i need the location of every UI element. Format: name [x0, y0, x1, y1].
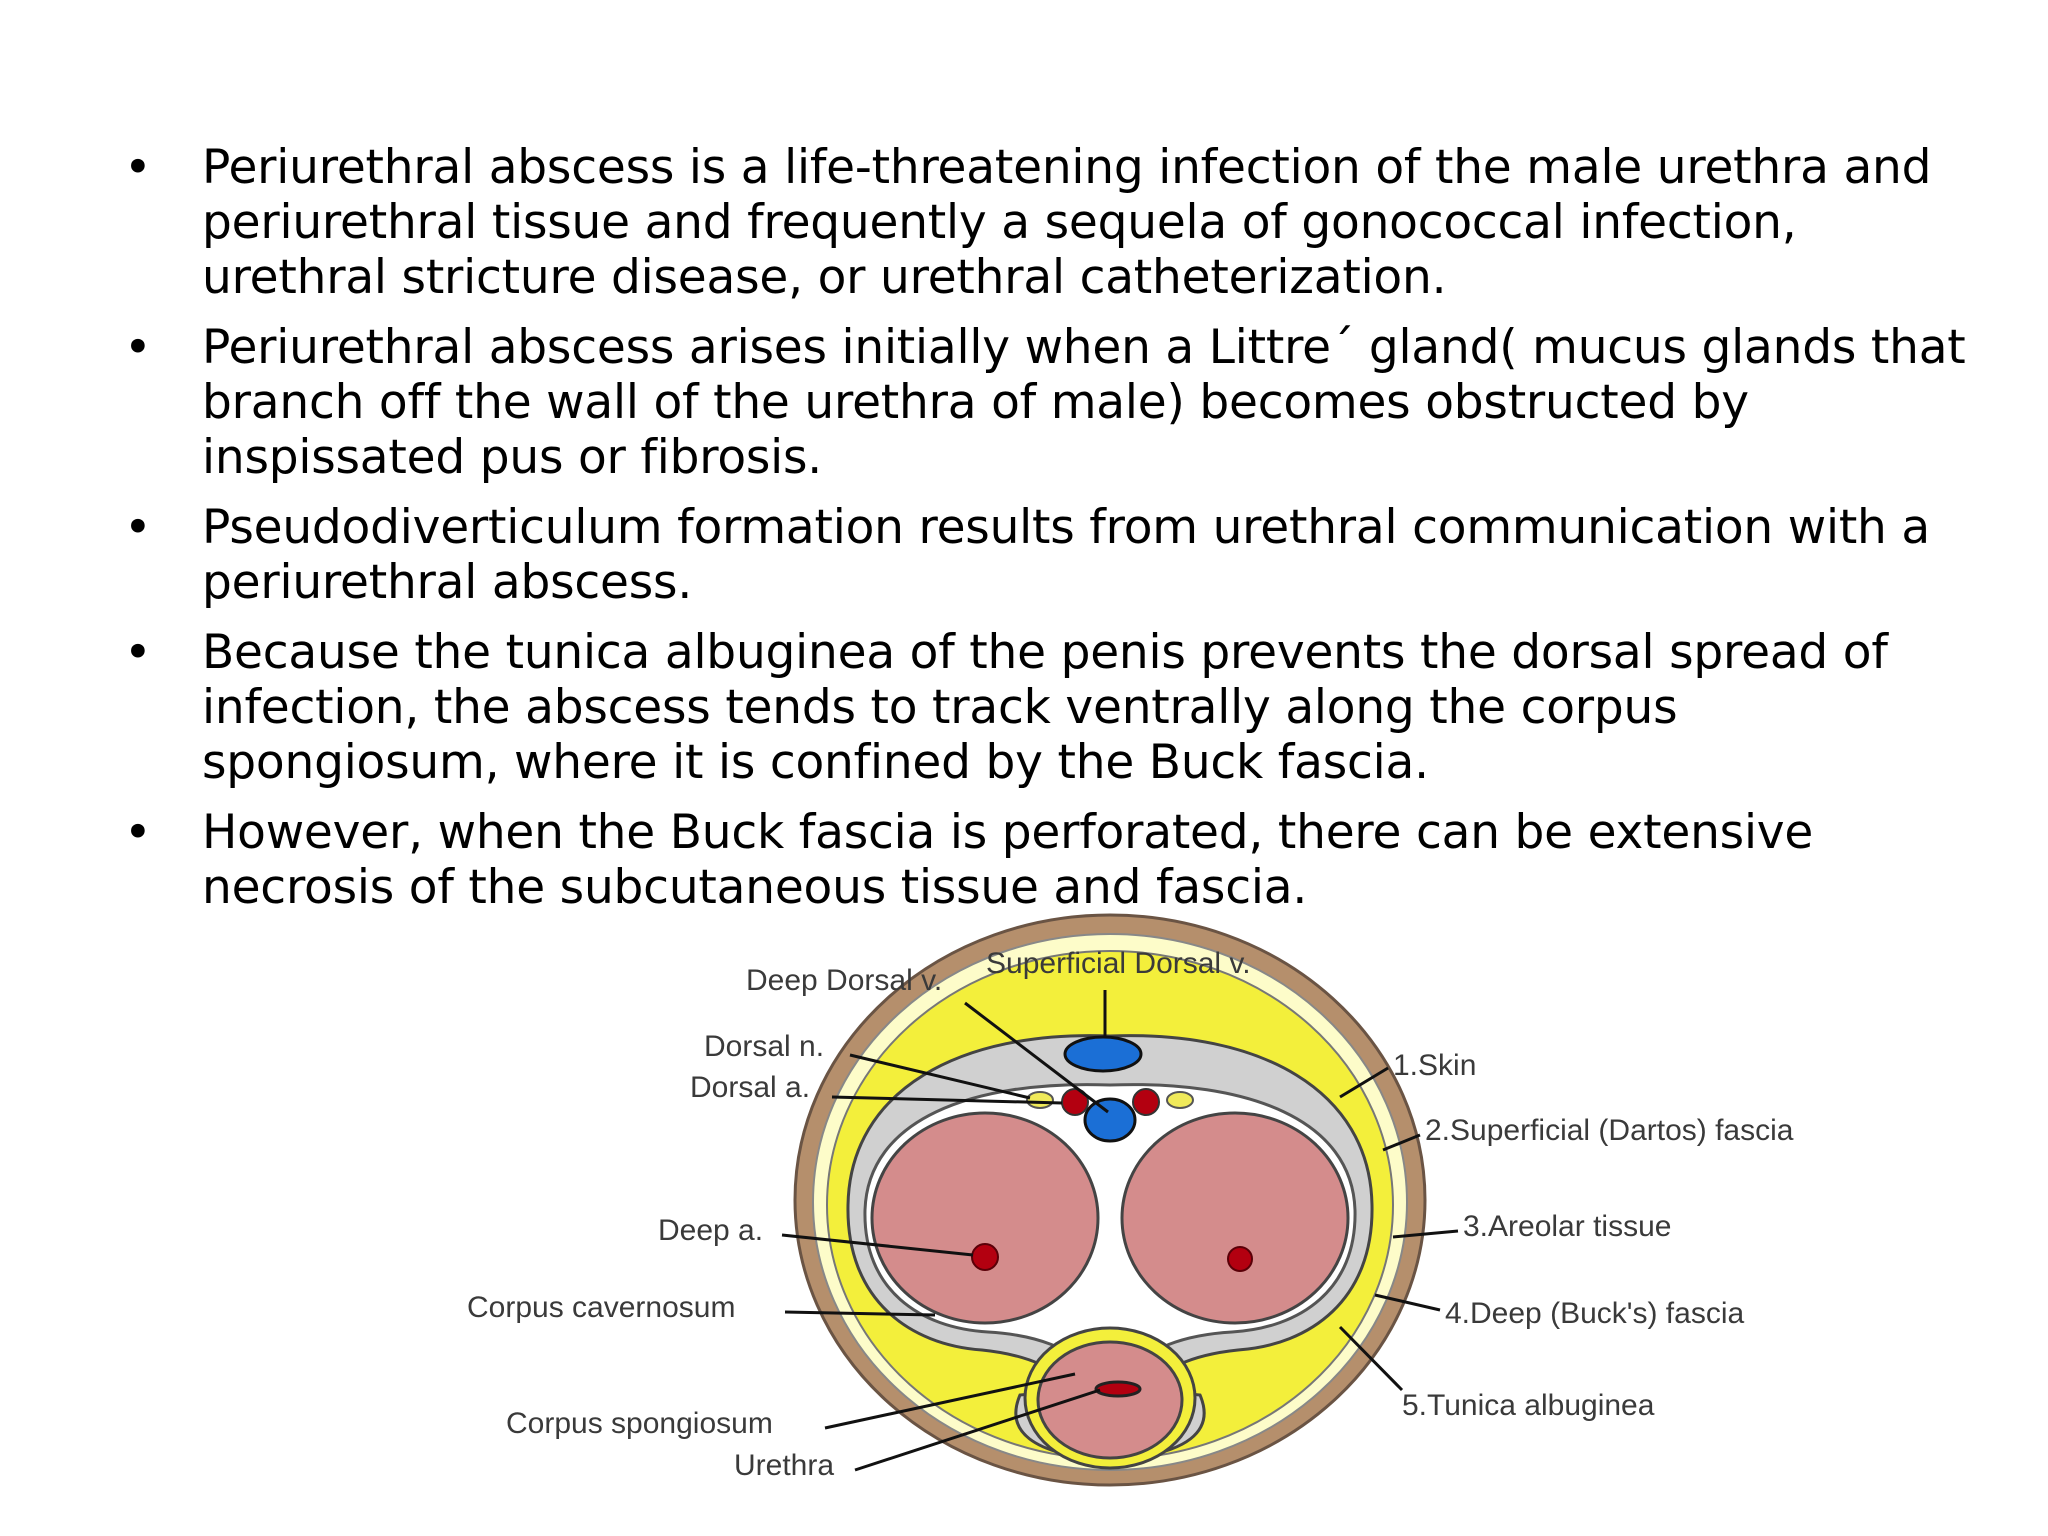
- label-corpus-cavernosum: Corpus cavernosum: [467, 1291, 735, 1324]
- label-deep-fascia: 4.Deep (Buck's) fascia: [1445, 1297, 1744, 1330]
- leader-superficial-fascia: [1382, 1133, 1421, 1152]
- leader-skin: [1339, 1066, 1389, 1099]
- bullet-text: Periurethral abscess is a life-threateni…: [202, 140, 1932, 305]
- bullet-text: However, when the Buck fascia is perfora…: [202, 805, 1814, 915]
- label-tunica-albuginea: 5.Tunica albuginea: [1402, 1389, 1655, 1422]
- leader-tunica-albuginea: [1338, 1325, 1404, 1392]
- corpus-cavernosum-right: [1120, 1111, 1350, 1325]
- leader-areolar-tissue: [1392, 1229, 1459, 1239]
- corpus-spongiosum: [1036, 1340, 1184, 1460]
- label-superficial-dorsal-v: Superficial Dorsal v.: [986, 947, 1251, 980]
- deep-dorsal-vein: [1083, 1097, 1137, 1143]
- leader-corpus-cavernosum: [784, 1310, 936, 1317]
- label-dorsal-a: Dorsal a.: [690, 1071, 810, 1104]
- label-superficial-fascia: 2.Superficial (Dartos) fascia: [1425, 1114, 1794, 1147]
- bullet-marker: •: [124, 500, 152, 555]
- leader-dorsal-a: [831, 1095, 1063, 1105]
- bullet-item: • Pseudodiverticulum formation results f…: [120, 500, 1980, 610]
- label-areolar-tissue: 3.Areolar tissue: [1463, 1210, 1671, 1243]
- bullet-text: Because the tunica albuginea of the peni…: [202, 625, 1888, 790]
- bullet-marker: •: [124, 320, 152, 375]
- label-deep-a: Deep a.: [658, 1214, 763, 1247]
- bullet-list: • Periurethral abscess is a life-threate…: [120, 140, 1980, 930]
- dorsal-nerve-left: [1026, 1091, 1054, 1109]
- deep-artery-right: [1227, 1246, 1253, 1272]
- label-corpus-spongiosum: Corpus spongiosum: [506, 1407, 773, 1440]
- label-urethra: Urethra: [734, 1449, 834, 1482]
- bullet-item: • Periurethral abscess arises initially …: [120, 320, 1980, 485]
- urethra-lumen: [1094, 1380, 1142, 1398]
- dorsal-nerve-right: [1166, 1091, 1194, 1109]
- leader-corpus-spongiosum: [824, 1372, 1076, 1430]
- leader-deep-dorsal-v: [964, 1001, 1109, 1114]
- label-skin: 1.Skin: [1393, 1049, 1476, 1082]
- bullet-item: • However, when the Buck fascia is perfo…: [120, 805, 1980, 915]
- leader-deep-a: [781, 1233, 974, 1257]
- bullet-text: Periurethral abscess arises initially wh…: [202, 320, 1966, 485]
- bullet-item: • Periurethral abscess is a life-threate…: [120, 140, 1980, 305]
- label-deep-dorsal-v: Deep Dorsal v.: [746, 964, 942, 997]
- bullet-item: • Because the tunica albuginea of the pe…: [120, 625, 1980, 790]
- deep-artery-left: [971, 1243, 999, 1271]
- leader-urethra: [854, 1388, 1101, 1472]
- bullet-marker: •: [124, 805, 152, 860]
- superficial-dorsal-vein: [1063, 1035, 1143, 1073]
- bullet-text: Pseudodiverticulum formation results fro…: [202, 500, 1930, 610]
- corpus-cavernosum-left: [870, 1111, 1100, 1325]
- leader-dorsal-n: [849, 1053, 1031, 1100]
- bullet-marker: •: [124, 625, 152, 680]
- bullet-marker: •: [124, 140, 152, 195]
- leader-deep-fascia: [1374, 1293, 1441, 1312]
- label-dorsal-n: Dorsal n.: [704, 1030, 824, 1063]
- dorsal-artery-right: [1132, 1088, 1160, 1116]
- leader-lines: [781, 990, 1459, 1472]
